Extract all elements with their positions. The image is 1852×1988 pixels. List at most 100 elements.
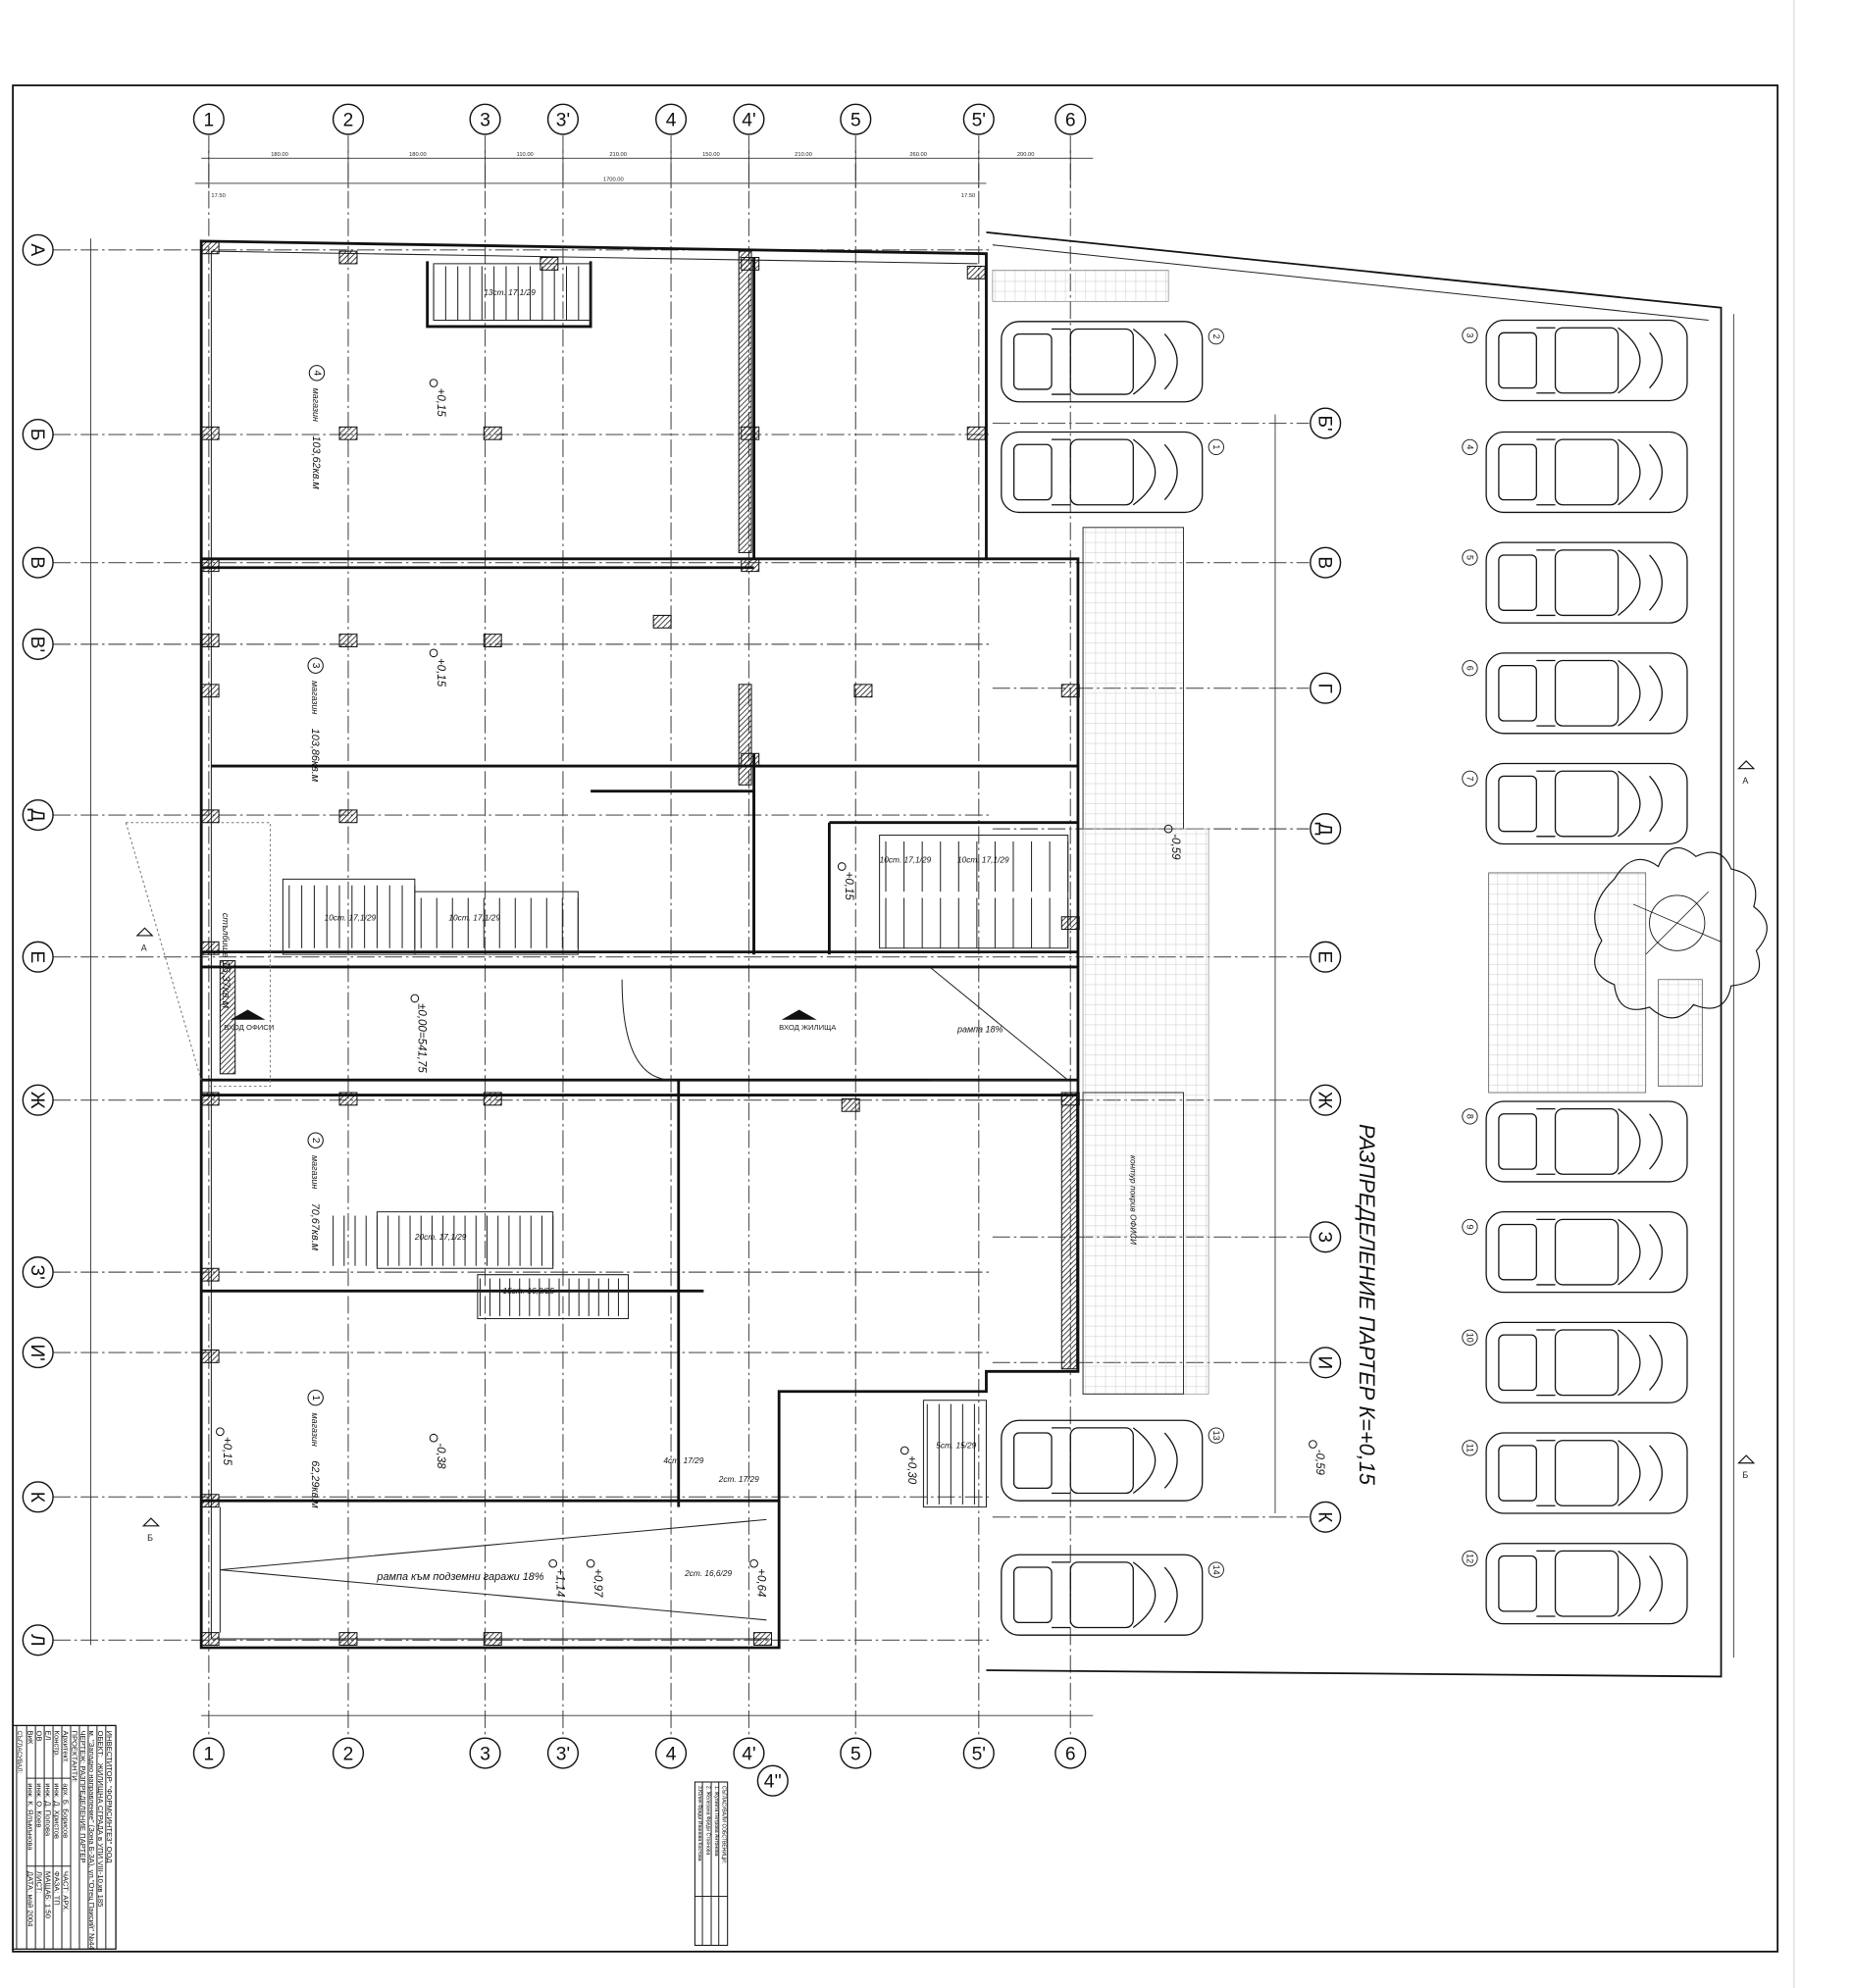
- axis-label: 4': [742, 1744, 755, 1764]
- axis-circle: [1310, 672, 1342, 704]
- dimension-value: 150.00: [702, 152, 720, 158]
- level-marker-icon: [410, 994, 420, 1003]
- stair-label: 15ст. 16,8/25: [502, 1286, 554, 1296]
- level-value: -0,38: [435, 1443, 446, 1469]
- ramp-label: рампа 18%: [956, 1025, 1003, 1035]
- axis-label: Ж: [26, 1092, 47, 1109]
- car-icon: [1001, 431, 1204, 514]
- axis-circle: [1310, 1221, 1342, 1253]
- car-icon: [1485, 1543, 1688, 1625]
- object-label: ОБЕКТ:: [96, 1731, 105, 1758]
- axis-bubble: 5': [962, 1737, 995, 1769]
- date-field: ДАТА: май 2004: [26, 1871, 34, 1927]
- axis-bubble: 5: [840, 103, 872, 135]
- stair-label: 10ст. 17,1/29: [448, 913, 500, 923]
- level-value: +0,15: [843, 872, 854, 901]
- dimension-value: 210.00: [609, 152, 627, 158]
- axis-label: А: [26, 243, 47, 256]
- axis-circle: [1310, 1084, 1342, 1116]
- axis-bubble: 4': [733, 1737, 765, 1769]
- parking-number-label: 7: [1465, 776, 1474, 781]
- parking-number-label: 3: [1465, 332, 1474, 337]
- room-name: магазин: [310, 1155, 320, 1189]
- object-value: ЖИЛИЩНА СГРАДА в УПИ VIII-10,кв 185: [96, 1763, 105, 1908]
- top-offset-dimension: 17.50: [211, 193, 225, 199]
- parking-number-circle: [1462, 438, 1478, 455]
- axis-bubble: 4: [654, 1737, 688, 1769]
- level-marker-icon: [749, 1558, 758, 1568]
- parking-number-label: 14: [1211, 1565, 1221, 1575]
- parking-number-circle: [1462, 327, 1478, 344]
- structural-column: [200, 941, 220, 955]
- structural-column: [200, 684, 220, 698]
- axis-bubble: 3': [546, 103, 580, 135]
- level-value: +0,64: [754, 1568, 766, 1597]
- top-offset-dimension: 17.50: [961, 193, 975, 199]
- designer-part: ВиК: [26, 1731, 34, 1745]
- axis-bubble: 4': [733, 103, 765, 135]
- structural-column: [483, 1632, 502, 1646]
- car-icon: [1485, 762, 1688, 845]
- room-number: 4: [311, 370, 322, 376]
- axis-bubble: Г: [1310, 672, 1342, 704]
- axis-bubble: К: [22, 1481, 54, 1513]
- axis-bubble: Б': [1310, 407, 1342, 439]
- structural-column: [338, 809, 358, 824]
- car-icon: [1485, 541, 1688, 624]
- owner-name: 2. Железана Фреди Стоянова: [705, 1786, 711, 1856]
- section-mark: А: [135, 927, 154, 952]
- parking-number: 10: [1462, 1329, 1478, 1346]
- garage-ramp-label: рампа към подземни гаражи 18%: [376, 1571, 543, 1583]
- entry-homes-label: ВХОД ЖИЛИЩА: [779, 1023, 837, 1032]
- parking-number-circle: [1462, 1108, 1478, 1125]
- axis-circle: [22, 798, 54, 832]
- investor-label: ИНВЕСТИТОР:: [105, 1731, 114, 1784]
- title-block: ИНВЕСТИТОР:"ФОРМСИНТЕЗ" ООДОБЕКТ:ЖИЛИЩНА…: [12, 1724, 117, 1951]
- axis-label: К: [1313, 1511, 1334, 1523]
- axis-label: 1: [204, 1744, 215, 1764]
- axis-bubble: 2: [332, 1737, 365, 1769]
- car-icon: [1485, 652, 1688, 735]
- section-arrow-icon: [141, 1517, 161, 1527]
- section-letter: Б: [1742, 1470, 1748, 1480]
- axis-bubble: Д: [1310, 813, 1342, 845]
- room-area: 15,37кв.м: [220, 961, 232, 1009]
- axis-bubble: З: [1310, 1221, 1342, 1253]
- structural-column: [483, 426, 502, 440]
- axis-bubble: 3': [546, 1737, 580, 1769]
- section-mark: А: [1737, 760, 1756, 786]
- axis-bubble: З': [22, 1256, 54, 1289]
- stair-label: 2ст. 17/29: [718, 1474, 759, 1484]
- axis-circle: [192, 1737, 225, 1769]
- tree-icon: [1594, 846, 1768, 1019]
- room-area: 62,29кв.м: [309, 1460, 321, 1508]
- axis-circle: [733, 103, 765, 135]
- level-marker-icon: [429, 379, 438, 387]
- parking-number: 5: [1462, 549, 1478, 566]
- parking-number: 1: [1208, 438, 1224, 455]
- parking-number-circle: [1462, 770, 1478, 788]
- axis-circle: [332, 1737, 365, 1769]
- axis-bubble: И: [1310, 1347, 1342, 1379]
- axis-bubble: 3: [469, 1737, 501, 1769]
- axis-bubble: Д: [22, 798, 54, 832]
- axis-label: 3': [556, 1744, 570, 1764]
- dimension-value: 110.00: [517, 152, 534, 158]
- level-mark: +1,14: [548, 1558, 566, 1597]
- hatched-wall: [738, 684, 752, 786]
- room-number: 3: [310, 663, 321, 669]
- axis-circle: [1310, 1347, 1342, 1379]
- room-area: 103,86кв.м: [309, 729, 321, 783]
- axis-label: И: [1313, 1355, 1334, 1369]
- entry-offices-label: ВХОД ОФИСИ: [224, 1023, 274, 1032]
- level-value: +0,30: [905, 1455, 917, 1485]
- axis-label: Л: [26, 1634, 47, 1647]
- axis-label: И': [26, 1344, 47, 1360]
- stair-label: 2ст. 16,6/29: [684, 1568, 732, 1578]
- level-value: +0,97: [592, 1568, 603, 1598]
- level-value: +0,15: [221, 1437, 232, 1466]
- structural-column: [338, 426, 358, 440]
- axis-circle: [22, 941, 54, 973]
